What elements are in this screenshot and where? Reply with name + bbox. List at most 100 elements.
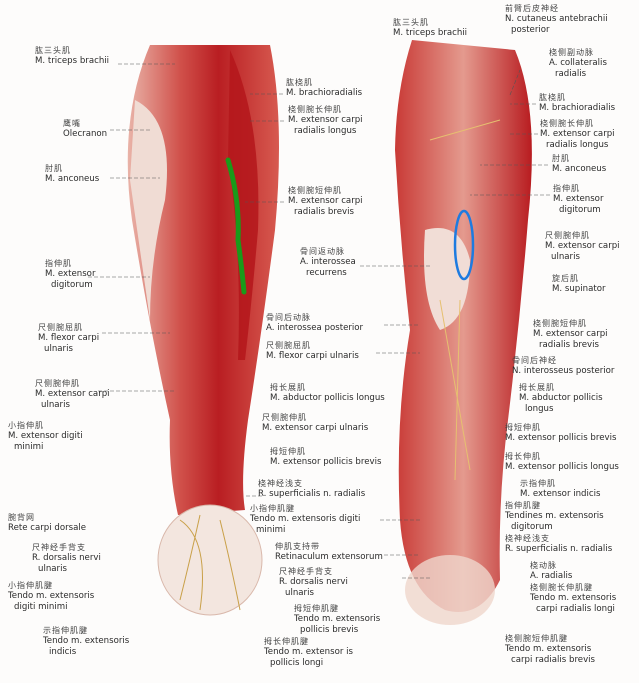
label-latin: recurrens (306, 268, 347, 278)
label-latin: M. extensor pollicis brevis (505, 433, 617, 443)
leader-lines (88, 63, 550, 579)
label-chinese: 骨间返动脉 (300, 247, 345, 256)
label-chinese: 尺神经手背支 (32, 543, 86, 552)
label-chinese: 示指伸肌腱 (43, 626, 88, 635)
label-latin: radialis longus (546, 140, 609, 150)
label-chinese: 桡侧腕长伸肌 (288, 105, 342, 114)
label-latin: M. extensor carpi (288, 196, 363, 206)
left-hand-dorsum (157, 504, 263, 616)
right-hand-dorsum (405, 555, 495, 625)
left-olecranon-region (130, 100, 167, 320)
label-latin: ulnaris (41, 400, 70, 410)
label-chinese: 拇长展肌 (270, 383, 306, 392)
label-chinese: 桡侧腕长伸肌腱 (530, 583, 593, 592)
label-latin: M. flexor carpi ulnaris (266, 351, 359, 361)
label-chinese: 示指伸肌 (520, 479, 556, 488)
label-chinese: 拇短伸肌 (505, 423, 541, 432)
right-forearm (395, 40, 532, 612)
label-latin: digiti minimi (14, 602, 68, 612)
label-latin: R. superficialis n. radialis (258, 489, 366, 499)
label-latin: M. triceps brachii (35, 56, 110, 66)
label-chinese: 腕背网 (8, 513, 35, 522)
label-chinese: 尺侧腕伸肌 (262, 413, 307, 422)
label-latin: M. extensor carpi (533, 329, 608, 339)
label-chinese: 桡神经浅支 (258, 479, 303, 488)
label-latin: M. triceps brachii (393, 28, 468, 38)
label-latin: A. radialis (530, 571, 573, 581)
label-latin: M. extensor (553, 194, 604, 204)
label-chinese: 骨间后神经 (512, 356, 557, 365)
label-latin: pollicis longi (270, 658, 324, 668)
label-latin: carpi radialis longi (536, 604, 615, 614)
label-chinese: 肱桡肌 (286, 78, 313, 87)
label-latin: Tendines m. extensoris (505, 511, 604, 521)
label-chinese: 桡神经浅支 (505, 534, 550, 543)
label-chinese: 拇长伸肌 (505, 452, 541, 461)
label-chinese: 拇长伸肌腱 (264, 637, 309, 646)
label-latin: Tendo m. extensoris (8, 591, 95, 601)
label-chinese: 桡侧腕短伸肌腱 (505, 634, 568, 643)
label-chinese: 桡侧腕短伸肌 (288, 186, 342, 195)
label-latin: Tendo m. extensoris (294, 614, 381, 624)
label-latin: M. extensor carpi (35, 389, 110, 399)
label-latin: M. brachioradialis (286, 88, 363, 98)
label-chinese: 尺侧腕伸肌 (545, 231, 590, 240)
label-latin: M. extensor (45, 269, 96, 279)
label-latin: M. extensor pollicis longus (505, 462, 619, 472)
label-latin: Tendo m. extensoris (530, 593, 617, 603)
label-latin: M. extensor carpi (545, 241, 620, 251)
label-latin: Tendo m. extensor is (264, 647, 353, 657)
label-chinese: 拇短伸肌 (270, 447, 306, 456)
label-latin: M. extensor digiti (8, 431, 83, 441)
label-chinese: 小指伸肌 (8, 421, 44, 430)
label-latin: posterior (511, 25, 550, 35)
label-latin: pollicis brevis (300, 625, 359, 635)
label-latin: Tendo m. extensoris (43, 636, 130, 646)
label-latin: Retinaculum extensorum (275, 552, 383, 562)
label-chinese: 指伸肌 (45, 259, 72, 268)
green-annotation-line (225, 157, 247, 295)
label-latin: digitorum (51, 280, 93, 290)
label-latin: N. cutaneus antebrachii (505, 14, 608, 24)
label-latin: M. abductor pollicis (519, 393, 603, 403)
label-chinese: 小指伸肌腱 (8, 581, 53, 590)
label-latin: M. flexor carpi (38, 333, 100, 343)
label-latin: radialis brevis (539, 340, 599, 350)
blue-annotation-ellipse (453, 209, 475, 281)
label-chinese: 小指伸肌腱 (250, 504, 295, 513)
label-latin: M. extensor carpi ulnaris (262, 423, 369, 433)
label-chinese: 尺侧腕伸肌 (35, 379, 80, 388)
label-latin: M. extensor carpi (540, 129, 615, 139)
label-latin: radialis brevis (294, 207, 354, 217)
label-latin: carpi radialis brevis (511, 655, 596, 665)
